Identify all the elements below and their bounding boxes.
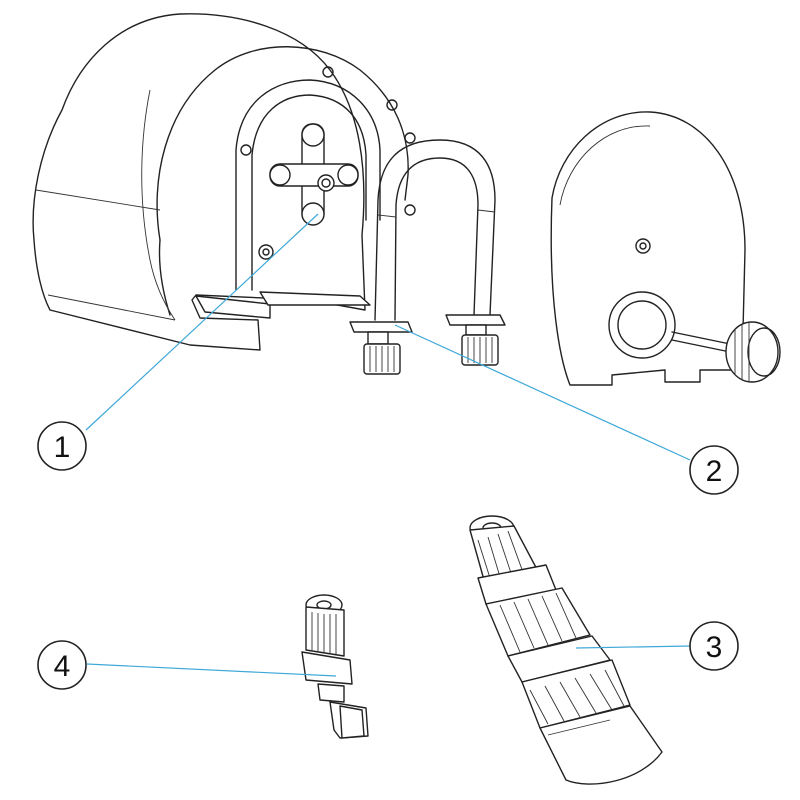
leader-line-3: [575, 645, 691, 649]
callout-2-label: 2: [706, 455, 723, 488]
leader-line-4: [86, 663, 337, 677]
callout-3: 3: [689, 621, 739, 671]
leader-line-2: [394, 324, 691, 461]
pump-tube: [349, 139, 506, 375]
rotor: [269, 123, 359, 226]
pump-cover: [550, 111, 781, 386]
callout-4: 4: [37, 640, 87, 690]
leader-line-1: [85, 213, 319, 431]
small-fitting: [301, 594, 369, 739]
pump-housing: [32, 13, 416, 351]
foot-valve: [469, 515, 663, 785]
callout-4-label: 4: [54, 650, 71, 683]
callout-2: 2: [689, 445, 739, 495]
callout-3-label: 3: [706, 631, 723, 664]
callout-1: 1: [37, 421, 87, 471]
leader-lines: [85, 213, 691, 677]
callout-1-label: 1: [54, 431, 71, 464]
